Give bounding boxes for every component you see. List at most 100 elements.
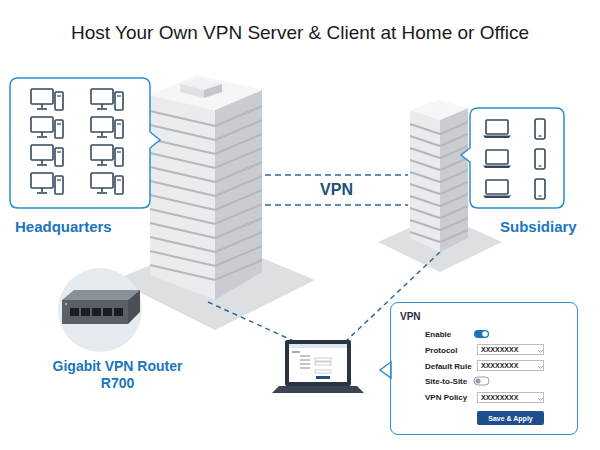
building-roof <box>150 75 262 110</box>
window-band <box>150 125 215 140</box>
screen-ui-line <box>300 356 310 357</box>
window-band <box>150 111 215 126</box>
laptop-base <box>272 386 364 393</box>
window-band <box>150 251 215 266</box>
window-band <box>150 265 215 280</box>
window-band <box>150 195 215 210</box>
window-band <box>440 134 468 146</box>
screen-ui-field <box>315 370 331 373</box>
subsidiary-building <box>410 100 468 252</box>
window-band <box>150 223 215 238</box>
screen-ui-button <box>316 376 330 379</box>
window-band <box>440 194 468 206</box>
window-band <box>410 184 440 194</box>
callout-box <box>10 78 160 208</box>
phone-icon <box>535 119 545 139</box>
callout-box <box>461 108 564 208</box>
connection-label: VPN <box>320 181 353 199</box>
window-band <box>215 260 262 280</box>
dropdown-value: XXXXXXXX <box>481 394 518 401</box>
window-band <box>410 160 440 170</box>
phone-icon <box>535 149 545 169</box>
desktop-icon <box>91 173 123 194</box>
panel-heading: VPN <box>400 311 421 322</box>
building-roof <box>410 100 468 120</box>
laptop-bezel <box>285 340 351 386</box>
roof-block <box>180 84 204 98</box>
window-band <box>410 148 440 158</box>
toggle-off <box>474 377 489 385</box>
subsidiary-node: Subsidiary <box>408 98 470 253</box>
field-label: Protocol <box>425 346 457 355</box>
dropdown-box: XXXXXXXX <box>477 360 544 371</box>
headquarters-building <box>150 75 262 300</box>
laptop-icon <box>483 120 511 138</box>
window-lines <box>150 106 262 280</box>
router-port <box>92 308 101 316</box>
window-band <box>410 232 440 242</box>
toggle-on <box>474 330 489 338</box>
vpn-tunnel <box>265 175 408 205</box>
field-label: Enable <box>425 330 451 339</box>
screen-tabs <box>289 344 347 348</box>
screen-ui-line <box>292 352 300 353</box>
site-label: Headquarters <box>15 218 112 235</box>
building-face <box>215 90 262 300</box>
phone-icon <box>535 179 545 199</box>
settings-panel: VPNEnableProtocolDefault RuleSite-to-Sit… <box>390 302 578 435</box>
window-band <box>150 167 215 182</box>
dropdown-value: XXXXXXXX <box>481 362 518 369</box>
window-band <box>410 208 440 218</box>
screen-ui-line <box>300 360 310 361</box>
window-band <box>410 196 440 206</box>
screen-ui-field <box>315 362 331 365</box>
router-port <box>70 308 79 316</box>
toggle-knob <box>475 378 480 383</box>
device-label: Gigabit VPN Router R700 <box>45 358 190 392</box>
window-band <box>410 172 440 182</box>
page-title: Host Your Own VPN Server & Client at Hom… <box>0 22 600 44</box>
laptop-icon <box>483 150 511 168</box>
desktop-icon <box>31 173 63 194</box>
desktop-icon <box>91 117 123 138</box>
desktop-icon <box>31 117 63 138</box>
dropdown-chevron <box>538 398 543 401</box>
window-band <box>440 230 468 242</box>
router-led <box>65 303 67 305</box>
laptop-icon <box>483 180 511 198</box>
window-lines <box>410 122 468 242</box>
dropdown-chevron <box>538 366 543 369</box>
field-label: Site-to-Site <box>425 377 467 386</box>
router-top <box>62 290 140 300</box>
dropdown-box: XXXXXXXX <box>477 344 544 355</box>
screen-ui-line <box>300 368 310 369</box>
desktop-icon <box>91 145 123 166</box>
headquarters-node: Headquarters <box>150 55 265 305</box>
building-face <box>440 108 468 252</box>
router-backdrop <box>58 268 142 352</box>
window-band <box>150 139 215 154</box>
site-label: Subsidiary <box>500 218 577 235</box>
button-text: Save & Apply <box>488 415 532 422</box>
screen-ui-field <box>315 358 331 361</box>
vpn-client-link <box>208 302 296 342</box>
window-band <box>440 158 468 170</box>
desktop-icon <box>91 89 123 110</box>
window-band <box>150 153 215 168</box>
window-band <box>440 206 468 218</box>
dropdown-value: XXXXXXXX <box>481 346 518 353</box>
save-button: Save & Apply <box>477 411 544 425</box>
window-band <box>410 220 440 230</box>
desktop-icon <box>31 145 63 166</box>
dropdown-box: XXXXXXXX <box>477 392 544 403</box>
screen-ui-line <box>300 364 310 365</box>
building-face <box>410 110 440 252</box>
router-port <box>114 308 123 316</box>
router-side <box>128 290 140 324</box>
router-port <box>81 308 90 316</box>
window-band <box>440 182 468 194</box>
building-face <box>150 95 215 300</box>
vpn-client-link <box>345 252 440 342</box>
window-band <box>440 122 468 134</box>
